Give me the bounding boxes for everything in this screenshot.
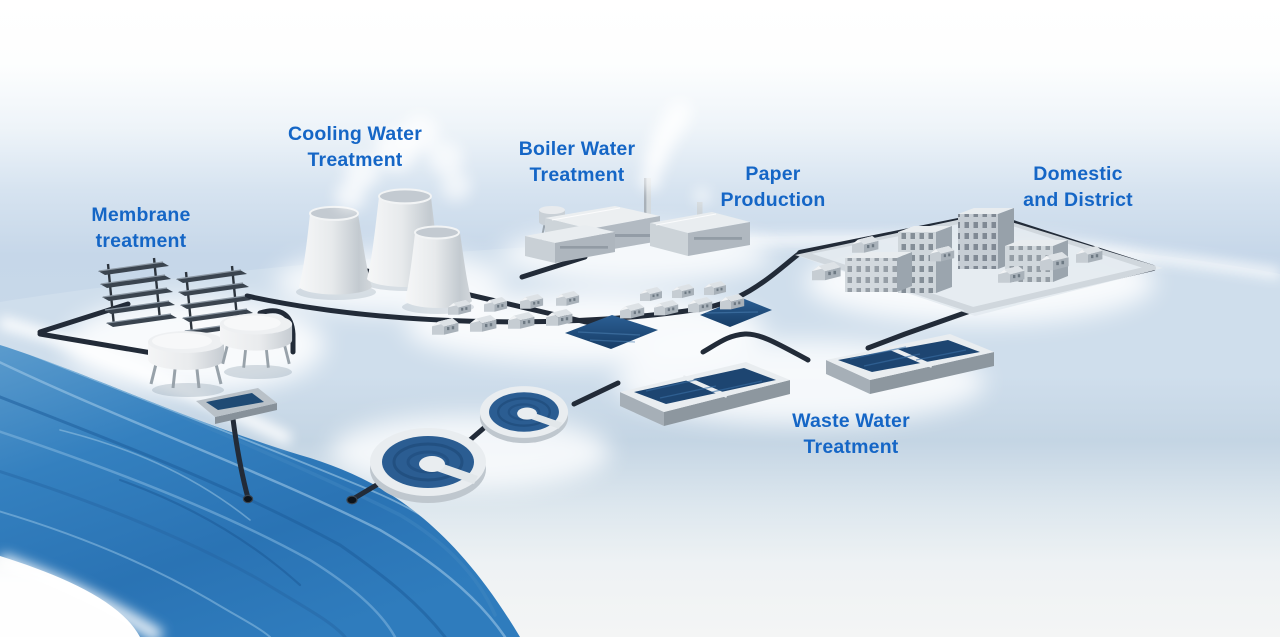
residential-district	[432, 281, 772, 349]
label-membrane-treatment: Membrane treatment	[36, 202, 246, 254]
label-boiler-water-treatment: Boiler Water Treatment	[472, 136, 682, 188]
paper-mill	[650, 212, 750, 256]
clarifier-large	[368, 426, 488, 505]
cooling-towers	[296, 188, 474, 314]
river-water	[0, 345, 520, 637]
label-cooling-water-treatment: Cooling Water Treatment	[250, 121, 460, 173]
label-paper-production: Paper Production	[668, 161, 878, 213]
label-line: Domestic	[1033, 163, 1123, 185]
city-tower-2	[958, 208, 1014, 269]
pipe-river-outfall	[230, 416, 251, 501]
pipe-tank-riser	[257, 308, 296, 355]
aeration-basin-1	[620, 362, 790, 426]
aeration-basins	[620, 334, 994, 426]
pipe-boiler-branch	[519, 254, 588, 280]
label-line: Paper	[745, 163, 801, 185]
label-line: and District	[1023, 189, 1133, 211]
storage-tanks	[146, 312, 294, 397]
outfall-mouth-2	[242, 494, 254, 504]
river-bank-highlight-lower	[0, 553, 164, 637]
label-line: Treatment	[529, 164, 625, 186]
water-intake	[196, 388, 277, 424]
river	[0, 316, 520, 637]
river-bank-highlight	[0, 316, 293, 446]
label-waste-water-treatment: Waste Water Treatment	[746, 408, 956, 460]
chimney-main	[644, 178, 651, 226]
cooling-tower-3	[405, 225, 472, 309]
pipe-basin-link	[700, 331, 811, 363]
cooling-tower-1	[299, 205, 372, 295]
label-line: Waste Water	[792, 410, 910, 432]
steam-plumes	[335, 99, 710, 211]
city-buildings	[795, 208, 1163, 316]
river-streaks	[0, 345, 507, 637]
aeration-basin-2	[826, 334, 994, 394]
label-line: Treatment	[307, 149, 403, 171]
pipe-city-to-basin	[865, 307, 976, 351]
side-building	[525, 225, 615, 263]
clarifier-small	[478, 385, 570, 445]
outfall-mouth-1	[346, 495, 358, 505]
label-line: Cooling Water	[287, 123, 423, 145]
recharge-pool-1	[565, 315, 658, 349]
label-line: Treatment	[803, 436, 899, 458]
label-domestic-and-district: Domestic and District	[973, 161, 1183, 213]
label-line: Membrane	[91, 204, 191, 226]
label-line: Boiler Water	[518, 138, 636, 160]
label-line: Production	[720, 189, 826, 211]
pipe-basin-to-clarifier	[571, 380, 621, 407]
label-line: treatment	[95, 230, 187, 252]
city-block-1	[845, 252, 912, 292]
